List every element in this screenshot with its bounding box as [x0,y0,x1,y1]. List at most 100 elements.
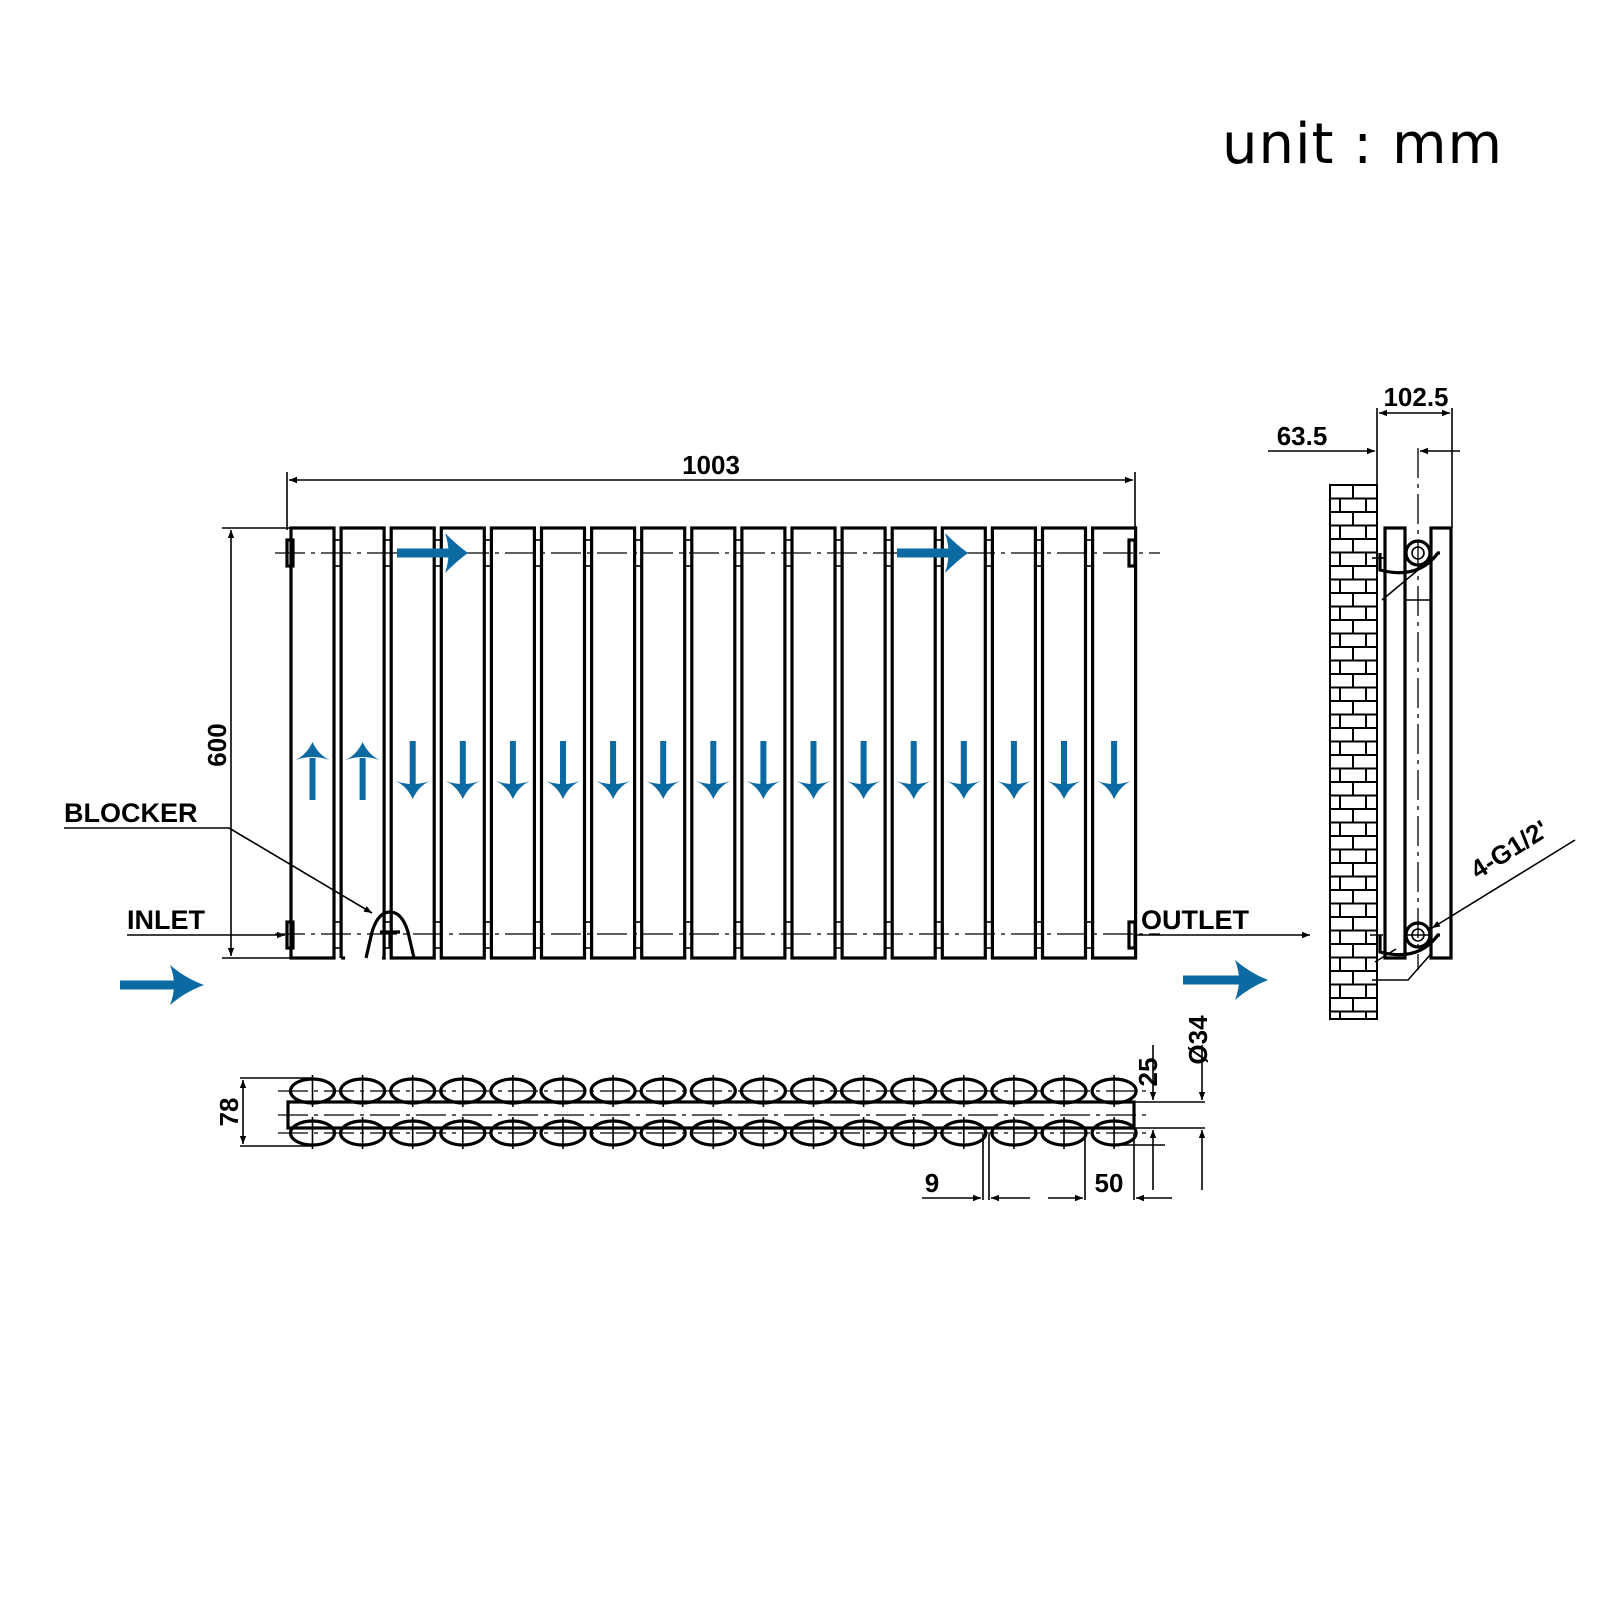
blocker-leader-line [228,827,373,914]
radiator-column [1090,526,1138,960]
top-flow-arrow-left [397,533,468,573]
connection-leader-line [1431,839,1576,929]
flow-down-arrow-icon [546,741,580,799]
flow-down-arrow-icon [796,741,831,799]
flow-down-arrow-icon [495,741,530,799]
side-view: 102.5 63.5 4-G1/2' [1268,382,1576,1020]
plan-tube [389,1075,437,1107]
depth-dimension: 78 [214,1098,244,1127]
plan-tube [990,1117,1038,1149]
side-column-front [1383,526,1407,960]
plan-tube [639,1075,687,1107]
radiator-column [690,526,737,960]
spine-thickness-dimension: 25 [1133,1058,1163,1087]
plan-tube [439,1075,487,1107]
wall-to-front-dimension: 102.5 [1383,382,1448,412]
outlet-end-cap [1127,920,1137,950]
radiator-column [439,526,486,960]
column-gap-dimension: 9 [925,1168,939,1198]
plan-tube [789,1075,838,1107]
plan-tube [339,1117,387,1149]
radiator-column [640,526,687,960]
plan-tube [489,1117,537,1149]
plan-tube [940,1075,988,1107]
width-dimension: 1003 [682,450,740,480]
plan-tube [1040,1075,1088,1107]
bottom-bracket [1378,933,1440,957]
top-bracket-brace [1381,569,1419,601]
top-bracket [1378,551,1440,575]
flow-down-arrow-icon [596,741,631,799]
plan-tube [739,1117,788,1149]
radiator-column [990,526,1038,960]
plan-tube [288,1117,337,1149]
column-pitch-dimension: 50 [1095,1168,1124,1198]
flow-down-arrow-icon [996,741,1031,799]
blocker-label: BLOCKER [64,798,198,828]
radiator-columns [289,526,1138,960]
wall-to-pipe-dimension: 63.5 [1277,421,1328,451]
plan-view: 78 25 Ø34 9 50 [214,1015,1213,1202]
plan-tube [589,1117,637,1149]
connection-leader-tail [1374,948,1397,963]
flow-down-arrow-icon [445,741,480,799]
radiator-column [489,526,536,960]
flow-up-arrow-icon [345,742,380,800]
bottom-connection-inner [1411,928,1425,942]
plan-tube [689,1117,737,1149]
flow-down-arrow-icon [1097,741,1132,799]
bottom-bracket-arm [1370,934,1431,981]
radiator-column [840,526,887,960]
brick-wall [1329,484,1378,1020]
front-view: 1003 600 BLOCKER INLET OUTLET [64,450,1310,1005]
plan-tube [389,1117,437,1149]
radiator-column [940,526,987,960]
top-connection-inner [1411,546,1425,560]
flow-down-arrow-icon [896,741,931,799]
connection-thread-label: 4-G1/2' [1465,814,1554,885]
flow-down-arrow-icon [696,741,731,799]
plan-tube [839,1117,888,1149]
flow-down-arrow-icon [646,741,681,799]
radiator-column [539,526,587,960]
plan-tubes [288,1075,1138,1149]
side-column-back [1429,526,1453,960]
inlet-flow-arrow [120,965,204,1005]
plan-tube [589,1075,637,1107]
flow-up-arrow-icon [295,742,330,800]
radiator-column [890,526,937,960]
plan-tube [940,1117,988,1149]
plan-tube [489,1075,537,1107]
plan-tube [990,1075,1038,1107]
plan-tube [890,1117,938,1149]
bottom-connection [1404,921,1432,949]
inlet-end-cap [285,920,295,950]
top-flow-arrow-right [897,533,968,573]
column-flow-arrows [295,741,1132,800]
inlet-label: INLET [127,905,206,935]
outlet-label: OUTLET [1141,905,1249,935]
plan-tube [439,1117,487,1149]
top-right-end-cap [1127,538,1137,568]
plan-tube [739,1075,788,1107]
plan-tube [539,1117,587,1149]
radiator-column [740,526,787,960]
plan-tube [1090,1075,1138,1107]
flow-down-arrow-icon [395,741,430,799]
plan-tube [339,1075,387,1107]
plan-tube [839,1075,888,1107]
plan-tube [288,1075,337,1107]
height-dimension: 600 [202,723,232,766]
plan-tube [639,1117,687,1149]
radiator-column [1040,526,1088,960]
unit-label: unit : mm [1222,112,1504,177]
plan-tube [539,1075,587,1107]
flow-down-arrow-icon [946,741,981,799]
outlet-flow-arrow [1183,960,1268,1000]
plan-tube [890,1075,938,1107]
top-left-end-cap [285,538,295,568]
blocker-plug [364,910,416,959]
pipe-diameter-dimension: Ø34 [1183,1015,1213,1065]
radiator-column [339,526,386,960]
